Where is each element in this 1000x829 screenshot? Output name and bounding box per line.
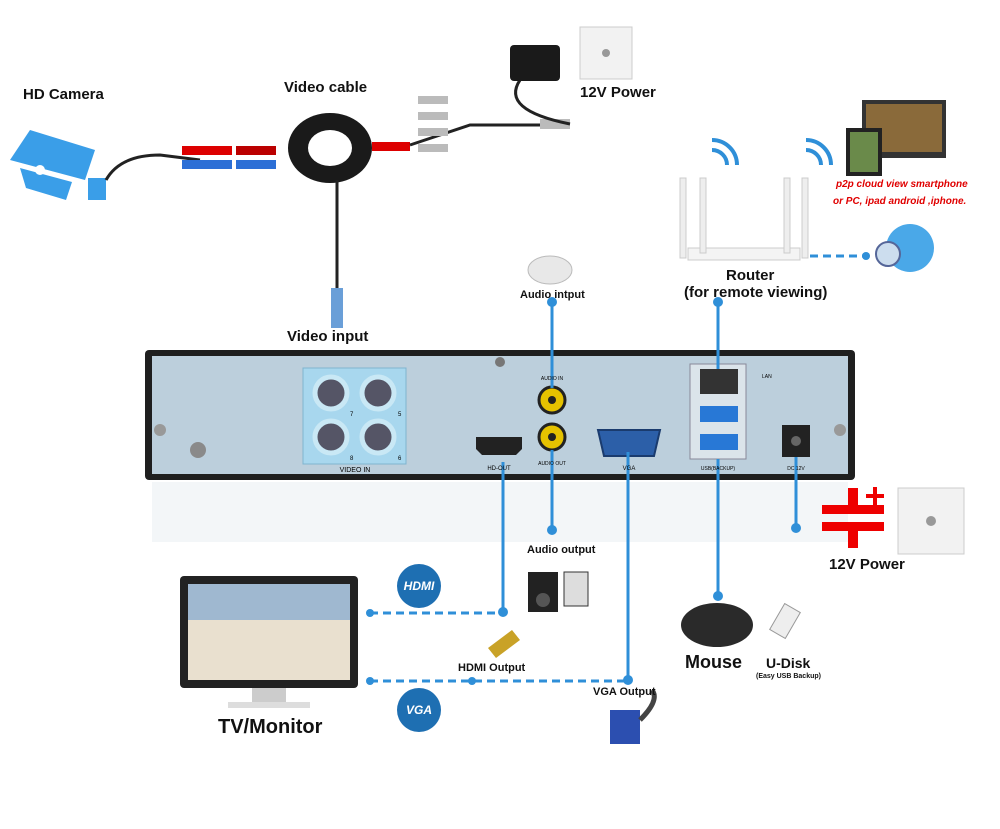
- hd-camera-label: HD Camera: [23, 86, 104, 103]
- router-label: Router: [726, 267, 775, 284]
- smart-devices-icon: [846, 100, 946, 176]
- bnc-number-6: 6: [398, 456, 402, 462]
- hd-camera-icon: [10, 130, 106, 200]
- panel-vga-label: VGA: [623, 466, 636, 472]
- p2p-line1: p2p cloud view smartphone: [836, 179, 968, 190]
- bnc-number-7: 7: [350, 412, 354, 418]
- udisk-label: U-Disk: [766, 655, 811, 671]
- red-connector: [182, 146, 232, 155]
- bnc-number-8: 8: [350, 456, 354, 462]
- usb-port-1: [700, 406, 738, 422]
- panel-dc-label: DC 12V: [787, 466, 805, 472]
- connection-lines: [370, 254, 866, 683]
- wall-socket-top-icon: [579, 26, 633, 80]
- blue-connector: [182, 160, 232, 169]
- video-cable-label: Video cable: [284, 79, 368, 96]
- panel-video-in-label: VIDEO IN: [340, 467, 371, 474]
- video-input-label: Video input: [287, 328, 369, 345]
- bnc-plug: [331, 288, 343, 328]
- cable-coil-icon: [288, 113, 372, 183]
- panel-hd-out-label: HD-OUT: [487, 466, 511, 472]
- audio-output-label: Audio output: [527, 544, 596, 556]
- video-in-block: [302, 367, 407, 465]
- vga-port: [596, 429, 662, 457]
- tv-monitor-label: TV/Monitor: [218, 716, 323, 738]
- microphone-icon: [527, 255, 573, 285]
- vga-output-label: VGA Output: [593, 686, 656, 698]
- audio-input-label: Audio intput: [520, 289, 585, 301]
- power-top-label: 12V Power: [580, 84, 656, 101]
- udisk-sub-label: (Easy USB Backup): [756, 673, 821, 680]
- wall-socket-right-icon: [897, 487, 965, 555]
- mouse-icon: [681, 603, 753, 647]
- panel-audio-out-label: AUDIO OUT: [538, 461, 566, 467]
- hdmi-badge: HDMI: [397, 564, 441, 608]
- dc-power-sign-icon: [822, 487, 884, 548]
- speakers-icon: [528, 571, 589, 612]
- tv-monitor-icon: [180, 576, 358, 708]
- hdmi-port: [476, 437, 522, 455]
- router-sub-label: (for remote viewing): [684, 284, 828, 301]
- ground-screw: [190, 442, 206, 458]
- panel-usb-label: USB(BACKUP): [701, 466, 736, 472]
- panel-lan-label: LAN: [762, 374, 772, 380]
- bnc-number-5: 5: [398, 412, 402, 418]
- panel-audio-in-label: AUDIO IN: [541, 376, 564, 382]
- wifi-icon: [711, 138, 833, 166]
- usb-port-2: [700, 434, 738, 450]
- lan-port: [700, 369, 738, 394]
- vga-cable-icon: [610, 688, 657, 744]
- hdmi-output-label: HDMI Output: [458, 662, 526, 674]
- globe-icon: [875, 224, 934, 272]
- p2p-line2: or PC, ipad android ,iphone.: [833, 196, 967, 207]
- power-adapter-icon: [510, 45, 560, 81]
- router-icon: [679, 177, 809, 261]
- vga-badge: VGA: [397, 688, 441, 732]
- usb-stick-icon: [769, 602, 801, 640]
- hdmi-cable-icon: [488, 630, 520, 658]
- mouse-label: Mouse: [685, 652, 743, 672]
- power-right-label: 12V Power: [829, 556, 905, 573]
